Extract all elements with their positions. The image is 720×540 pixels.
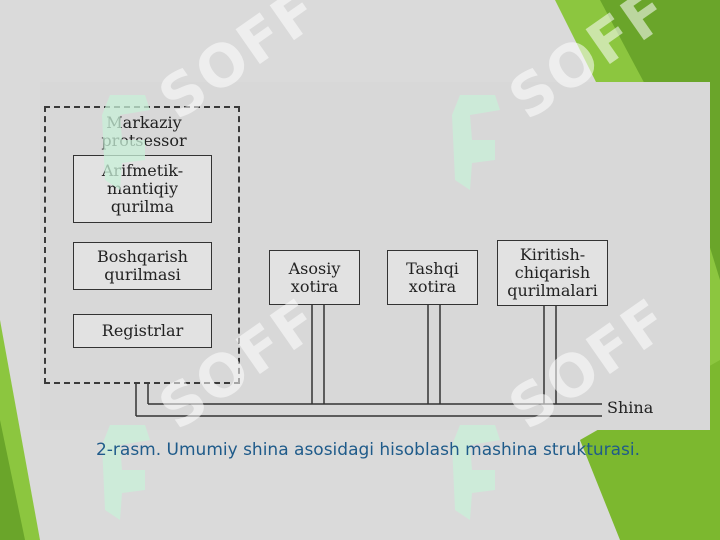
watermark-logo-icon	[452, 95, 500, 190]
alu-box: Arifmetik- mantiqiy qurilma	[73, 155, 212, 223]
watermark-logo-icon	[452, 425, 500, 520]
figure-caption: 2-rasm. Umumiy shina asosidagi hisoblash…	[95, 440, 641, 460]
computer-structure-diagram: Markaziy protsessor Arifmetik- mantiqiy …	[40, 82, 710, 430]
main-memory-box: Asosiy xotira	[269, 250, 360, 305]
control-unit-box: Boshqarish qurilmasi	[73, 242, 212, 290]
io-devices-box: Kiritish- chiqarish qurilmalari	[497, 240, 608, 306]
bus-label: Shina	[607, 398, 654, 417]
external-memory-box: Tashqi xotira	[387, 250, 478, 305]
watermark-logo-icon	[102, 425, 150, 520]
registers-box: Registrlar	[73, 314, 212, 348]
watermark-logo-icon	[102, 95, 150, 190]
bus-lines	[135, 305, 602, 417]
